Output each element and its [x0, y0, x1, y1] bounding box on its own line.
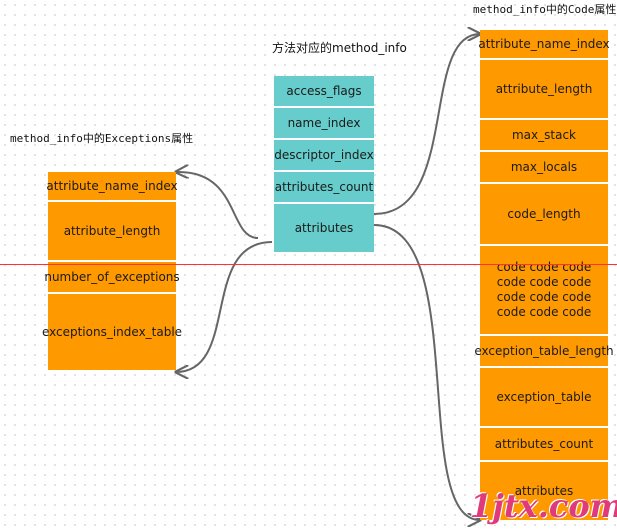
watermark-logo: 1jtx.com: [470, 487, 617, 525]
code-attribute-length: attribute_length: [480, 60, 608, 120]
method-info-attributes-count: attributes_count: [274, 172, 374, 204]
caption-exceptions: method_info中的Exceptions属性: [10, 132, 194, 145]
code-bytes: code code code code code code code code …: [480, 246, 608, 336]
code-line: code code code: [496, 275, 592, 289]
caption-code: method_info中的Code属性: [473, 3, 617, 16]
arrow-to-code-top: [373, 34, 480, 215]
code-attributes-count: attributes_count: [480, 428, 608, 462]
code-attribute-name-index: attribute_name_index: [478, 30, 610, 60]
method-info-attributes: attributes: [274, 204, 374, 252]
code-attributes: attributes: [480, 462, 608, 520]
code-max-stack: max_stack: [480, 120, 608, 152]
code-length: code_length: [480, 184, 608, 246]
arrow-to-exceptions-bottom: [176, 241, 273, 372]
caption-method-info: 方法对应的method_info: [268, 37, 411, 58]
method-info-access-flags: access_flags: [274, 76, 374, 108]
code-max-locals: max_locals: [480, 152, 608, 184]
red-divider-line: [0, 264, 617, 265]
method-info-name-index: name_index: [274, 108, 374, 140]
exceptions-attribute-length: attribute_length: [48, 202, 176, 262]
exceptions-number-of-exceptions: number_of_exceptions: [44, 262, 180, 294]
arrow-to-code-bottom: [373, 224, 480, 520]
code-line: code code code: [496, 305, 592, 319]
exceptions-index-table: exceptions_index_table: [42, 294, 182, 370]
arrow-to-exceptions-top: [176, 172, 259, 239]
code-line: code code code: [496, 290, 592, 304]
code-exception-table-length: exception_table_length: [474, 336, 614, 368]
code-exception-table: exception_table: [480, 368, 608, 428]
method-info-descriptor-index: descriptor_index: [274, 140, 374, 172]
code-line: code code code: [496, 260, 592, 274]
exceptions-attribute-name-index: attribute_name_index: [46, 172, 178, 202]
